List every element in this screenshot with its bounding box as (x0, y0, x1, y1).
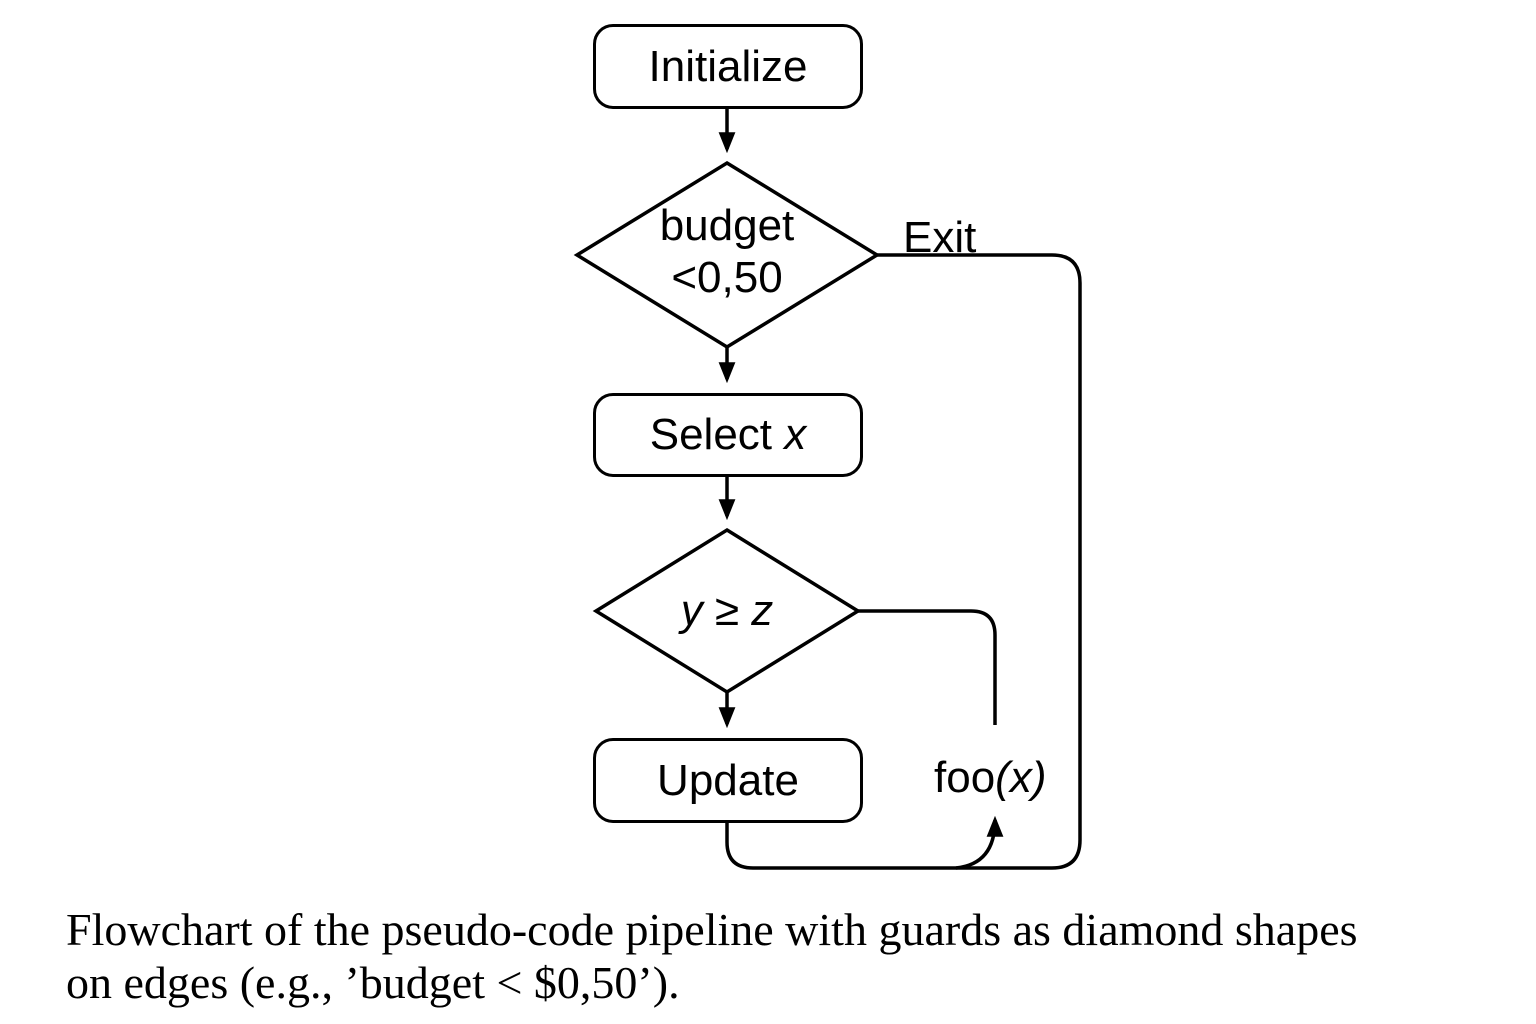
node-initialize: Initialize (593, 24, 863, 109)
node-select: Select x (593, 393, 863, 477)
budget-guard-line2: <0,50 (671, 253, 783, 302)
edge-yz-to-foo (858, 609, 997, 725)
node-update: Update (593, 738, 863, 823)
caption-line1: Flowchart of the pseudo-code pipeline wi… (66, 904, 1358, 955)
caption-line2: on edges (e.g., ’budget < $0,50’). (66, 957, 680, 1008)
yz-guard-label: y ≥ z (680, 586, 774, 635)
budget-guard-diamond (573, 160, 881, 350)
figure-caption: Flowchart of the pseudo-code pipeline wi… (66, 903, 1496, 1009)
edge-loop-to-foo-arrow (955, 815, 1004, 870)
initialize-label: Initialize (648, 41, 808, 91)
update-label: Update (657, 755, 799, 805)
budget-guard-label: budget <0,50 (577, 200, 877, 304)
select-label: Select x (649, 410, 807, 459)
budget-guard-line1: budget (659, 201, 795, 250)
foo-call-label: foo(x) (934, 753, 1047, 802)
exit-edge-label: Exit (903, 213, 977, 262)
edge-exit-loop (725, 253, 1082, 870)
yz-guard-diamond (592, 527, 862, 695)
